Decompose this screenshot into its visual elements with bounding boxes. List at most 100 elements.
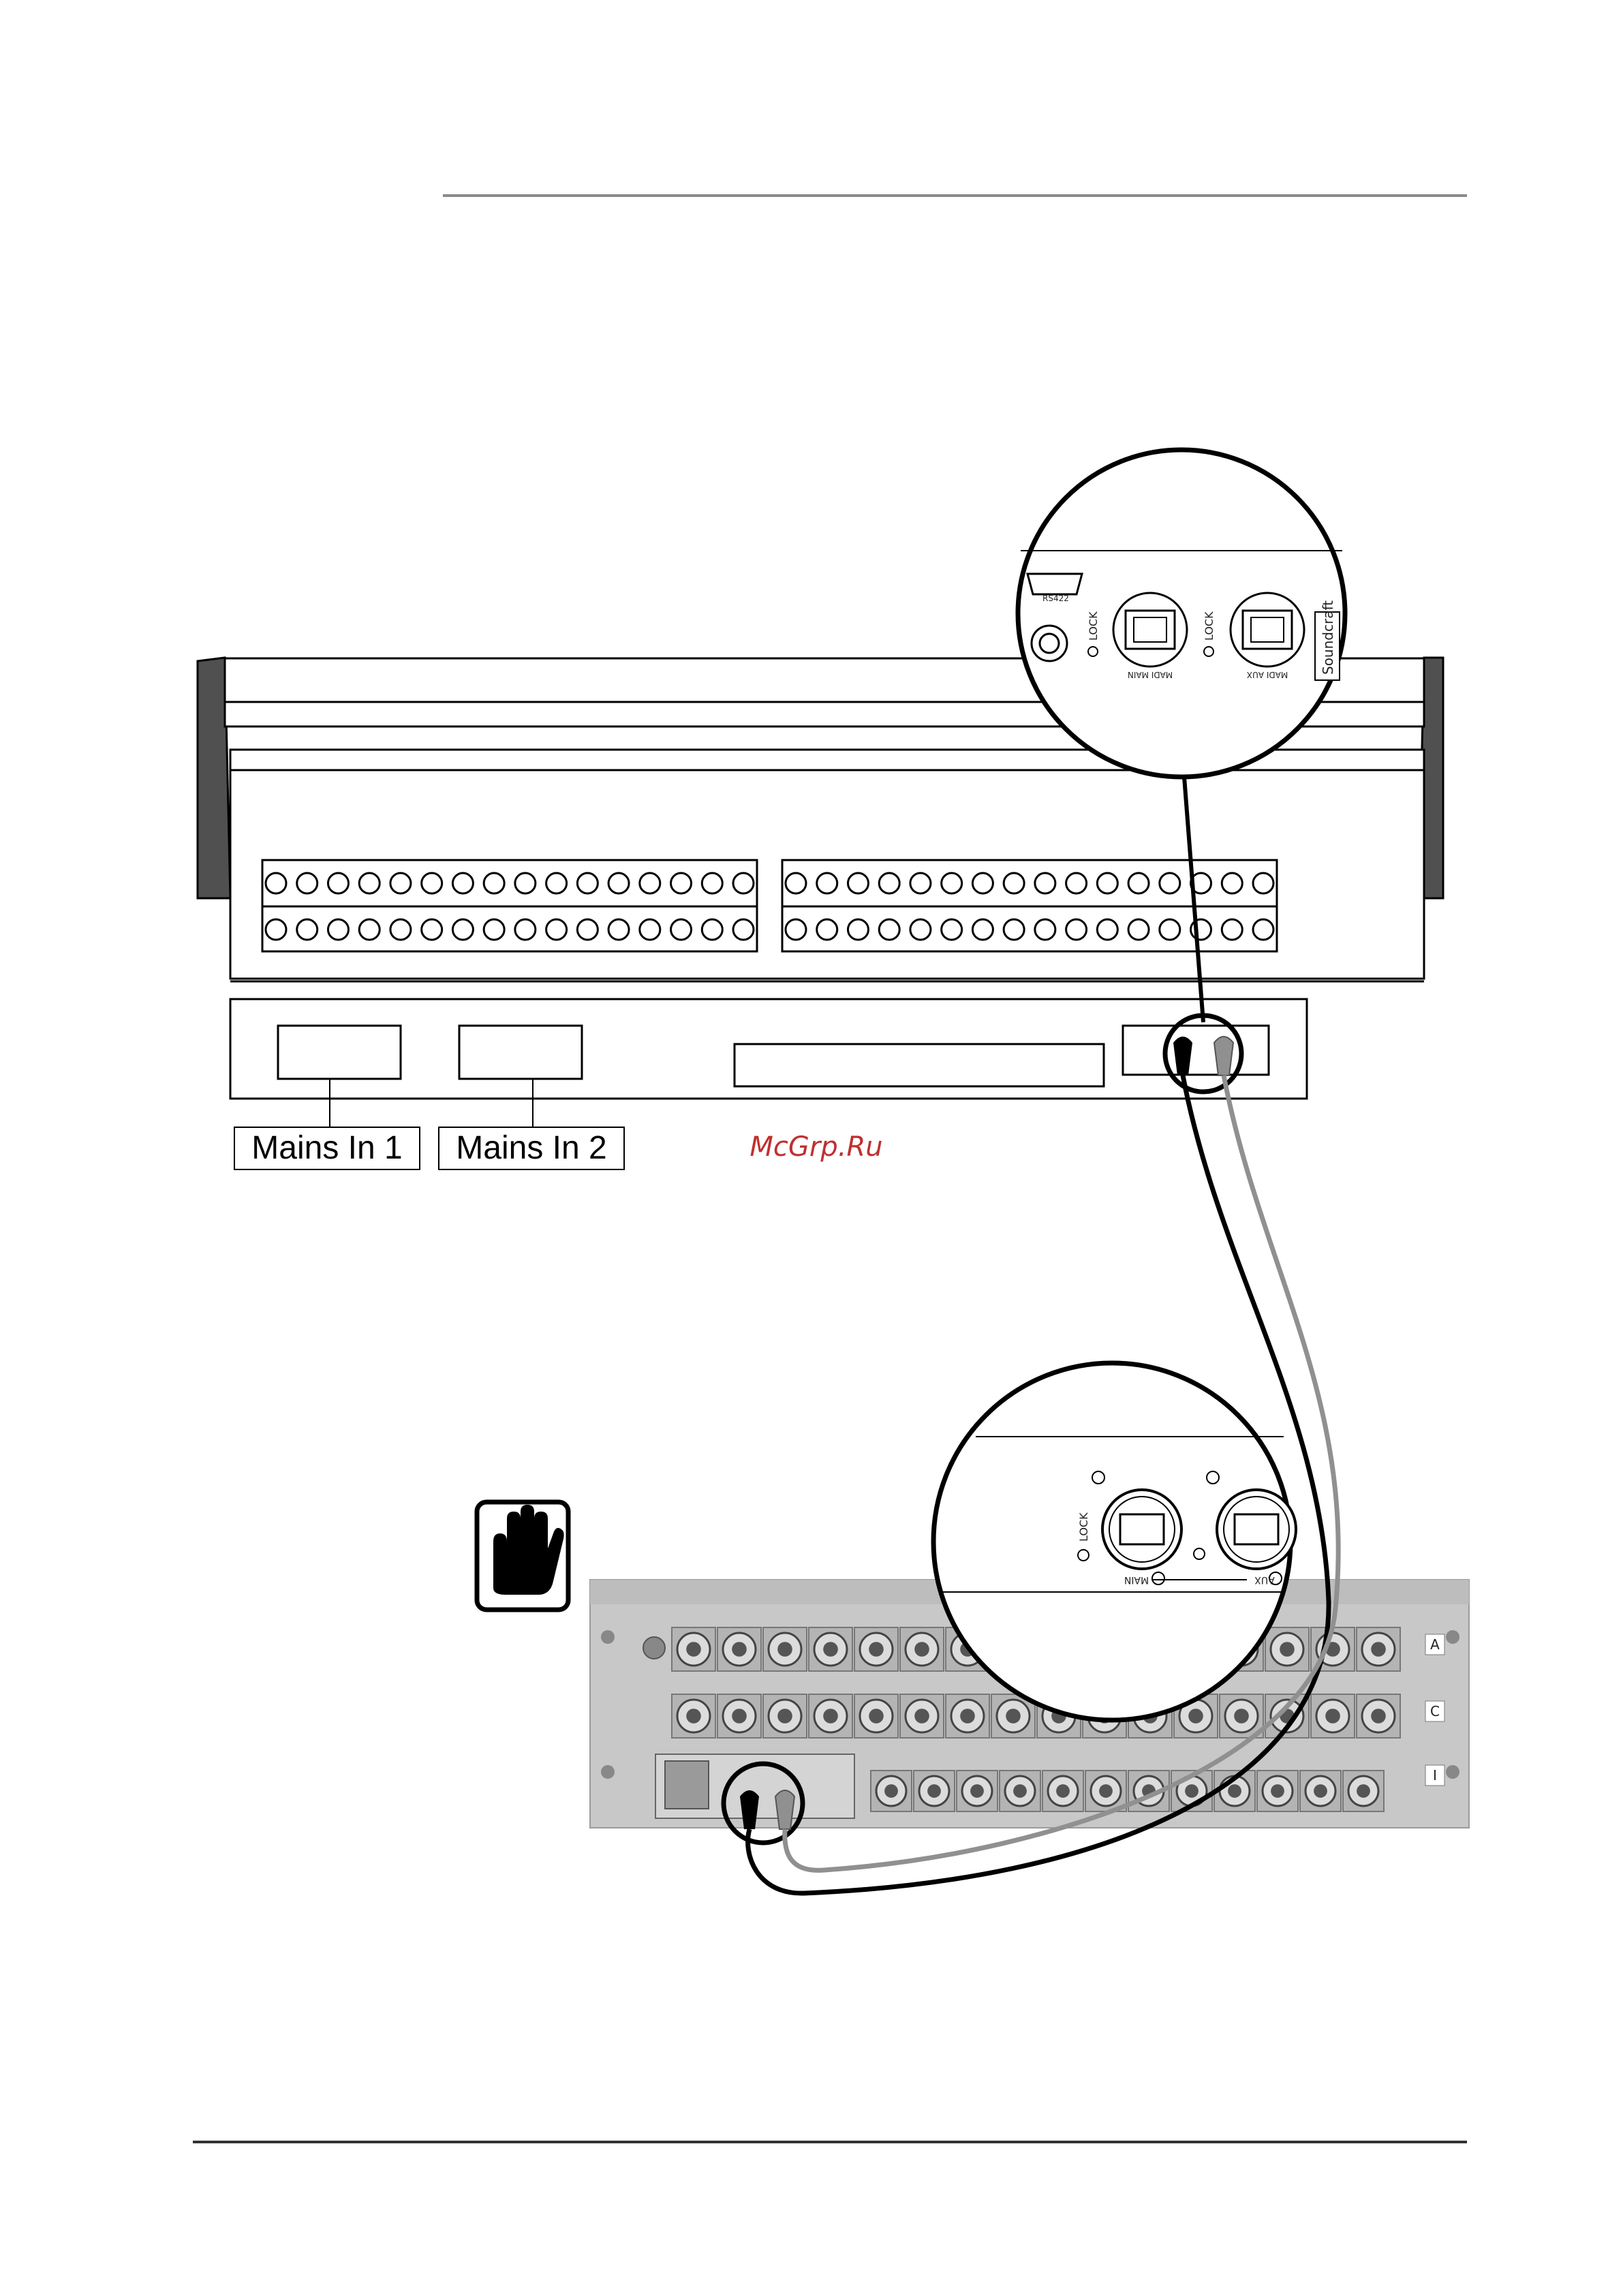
jack-socket — [879, 873, 899, 893]
jack-socket — [1066, 919, 1087, 940]
jack-socket — [972, 873, 993, 893]
jack-socket — [359, 919, 380, 940]
console-aux-plug — [1214, 1037, 1233, 1075]
stagebox-main-label: MAIN — [1124, 1574, 1149, 1585]
jack-socket — [640, 873, 660, 893]
stagebox-madi-zoom: LOCK MAIN AUX — [933, 1363, 1296, 1720]
row-letter-a: A — [1430, 1636, 1440, 1653]
jack-socket — [1253, 873, 1273, 893]
jack-socket — [910, 919, 931, 940]
jack-socket — [702, 873, 722, 893]
xlr-connector — [914, 1771, 955, 1811]
lock-label-2: LOCK — [1203, 611, 1216, 641]
jack-socket — [452, 919, 473, 940]
jack-socket — [942, 919, 962, 940]
jack-socket — [910, 873, 931, 893]
xlr-connector — [1265, 1627, 1309, 1671]
jack-socket — [546, 919, 567, 940]
jack-socket — [733, 919, 754, 940]
jack-socket — [786, 919, 806, 940]
jack-socket — [608, 919, 629, 940]
brand-label: Soundcraft — [1320, 600, 1336, 675]
lock-led-1 — [1088, 647, 1098, 656]
xlr-connector — [809, 1627, 852, 1671]
madi-panel — [1123, 1026, 1269, 1075]
xlr-connector — [717, 1694, 761, 1738]
jack-socket — [1253, 919, 1273, 940]
xlr-connector — [1357, 1694, 1400, 1738]
jack-socket — [1097, 919, 1117, 940]
jack-socket — [1066, 873, 1087, 893]
jack-socket — [972, 919, 993, 940]
jack-socket — [640, 919, 660, 940]
xlr-connector — [854, 1694, 898, 1738]
jack-socket — [1128, 919, 1149, 940]
jack-socket — [1004, 919, 1024, 940]
jack-socket — [1160, 873, 1180, 893]
xlr-connector — [1300, 1771, 1341, 1811]
watermark: McGrp.Ru — [749, 1131, 882, 1163]
jack-socket — [484, 873, 504, 893]
lock-label-1: LOCK — [1087, 611, 1100, 641]
jack-socket — [359, 873, 380, 893]
xlr-connector — [900, 1694, 944, 1738]
jack-socket — [328, 873, 348, 893]
xlr-connector — [854, 1627, 898, 1671]
stagebox-aux-label: AUX — [1254, 1574, 1275, 1585]
jack-socket — [422, 873, 442, 893]
xlr-connector — [957, 1771, 998, 1811]
row-letter-i: I — [1433, 1767, 1437, 1784]
stagebox-aux-plug — [775, 1790, 794, 1829]
jack-socket — [484, 919, 504, 940]
jack-socket — [1222, 873, 1242, 893]
mains-in-2-label: Mains In 2 — [456, 1130, 606, 1166]
mains-inlet-1 — [278, 1026, 401, 1079]
jack-socket — [671, 919, 692, 940]
rs422-label: RS422 — [1042, 594, 1069, 603]
jack-socket — [266, 919, 286, 940]
jack-socket — [577, 873, 598, 893]
jack-socket — [848, 919, 868, 940]
madi-main-label: MADI MAIN — [1128, 670, 1173, 679]
jack-socket — [671, 873, 692, 893]
xlr-connector — [717, 1627, 761, 1671]
hand-warning-icon — [477, 1502, 568, 1610]
jack-socket — [1160, 919, 1180, 940]
stagebox-lock-led — [1078, 1550, 1089, 1561]
xlr-connector — [1257, 1771, 1298, 1811]
xlr-connector — [871, 1771, 912, 1811]
jack-socket — [1097, 873, 1117, 893]
expansion-slot — [735, 1044, 1104, 1086]
jack-socket — [848, 873, 868, 893]
xlr-connector — [1311, 1694, 1355, 1738]
madi-aux-label: MADI AUX — [1247, 670, 1288, 679]
stagebox-lock-label: LOCK — [1077, 1512, 1090, 1542]
xlr-connector — [763, 1694, 807, 1738]
row-letter-c: C — [1430, 1703, 1440, 1719]
xlr-connector — [1357, 1627, 1400, 1671]
console-madi-zoom: RS422 LOCK MADI MAIN LOCK MADI AUX Sound… — [1018, 450, 1345, 777]
jack-socket — [297, 919, 318, 940]
jack-socket — [515, 873, 536, 893]
jack-socket — [297, 873, 318, 893]
xlr-connector — [1343, 1771, 1384, 1811]
xlr-connector — [763, 1627, 807, 1671]
jack-socket — [422, 919, 442, 940]
xlr-connector — [1000, 1771, 1040, 1811]
lock-led-2 — [1204, 647, 1214, 656]
jack-socket — [546, 873, 567, 893]
jack-socket — [733, 873, 754, 893]
jack-socket — [515, 919, 536, 940]
mains-inlet-2 — [459, 1026, 582, 1079]
xlr-connector — [672, 1627, 715, 1671]
jack-socket — [577, 919, 598, 940]
jack-socket — [1004, 873, 1024, 893]
mains-in-1-label: Mains In 1 — [251, 1130, 402, 1166]
xlr-connector — [672, 1694, 715, 1738]
jack-socket — [1222, 919, 1242, 940]
xlr-connector — [1085, 1771, 1126, 1811]
jack-socket — [879, 919, 899, 940]
jack-socket — [786, 873, 806, 893]
jack-socket — [702, 919, 722, 940]
